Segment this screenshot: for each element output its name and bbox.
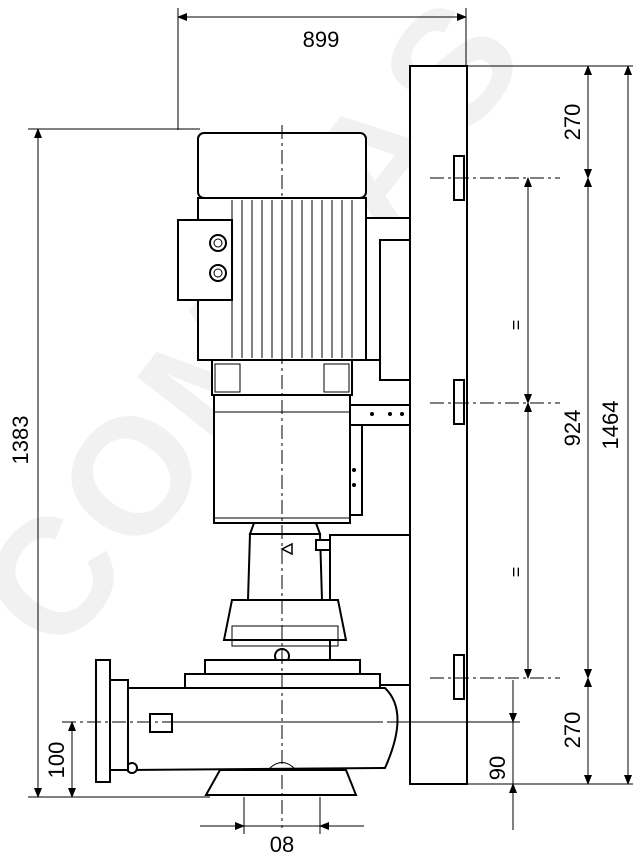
dim-label-1464: 1464 (598, 401, 623, 450)
dim-label-270-bottom: 270 (560, 712, 585, 749)
pump-head (184, 522, 381, 689)
wall-plate (409, 65, 560, 785)
dim-overall-height: 1383 (8, 128, 210, 798)
dim-bottom-offset: 270 (560, 677, 592, 785)
dim-foot-width: 08 (200, 797, 364, 857)
dim-top-offset: 270 (560, 65, 592, 179)
pump-volute (126, 687, 399, 774)
motor (177, 132, 367, 396)
dim-overall-width: 899 (177, 8, 467, 130)
dim-label-equal-lower: = (506, 567, 526, 578)
dim-pipe-axis-height: 100 (44, 721, 76, 798)
dim-label-equal-upper: = (506, 320, 526, 331)
dim-label-924: 924 (560, 410, 585, 447)
motor-bracket (364, 217, 411, 381)
dim-mount-spacing: 924 (560, 177, 592, 679)
dim-equal-spacing: = = (506, 177, 532, 679)
dim-plate-height: 1464 (598, 65, 632, 785)
inlet-flange (95, 659, 129, 783)
lantern (213, 394, 356, 524)
motor-cooling-fins (231, 200, 353, 358)
dim-label-100: 100 (44, 742, 69, 779)
dim-base-offset: 90 (485, 680, 517, 830)
cable-gland-upper (209, 234, 227, 252)
cable-gland-lower (209, 264, 227, 282)
terminal-box (177, 219, 233, 301)
mount-slot-bottom (453, 654, 465, 700)
flow-direction-icon (280, 542, 293, 556)
dim-label-270-top: 270 (560, 104, 585, 141)
mount-slot-mid (453, 379, 465, 425)
dim-label-899: 899 (303, 27, 340, 52)
dim-label-1383: 1383 (8, 416, 33, 465)
dim-label-90: 90 (485, 756, 510, 780)
pump-foot (204, 762, 358, 796)
dim-label-08: 08 (270, 832, 294, 857)
